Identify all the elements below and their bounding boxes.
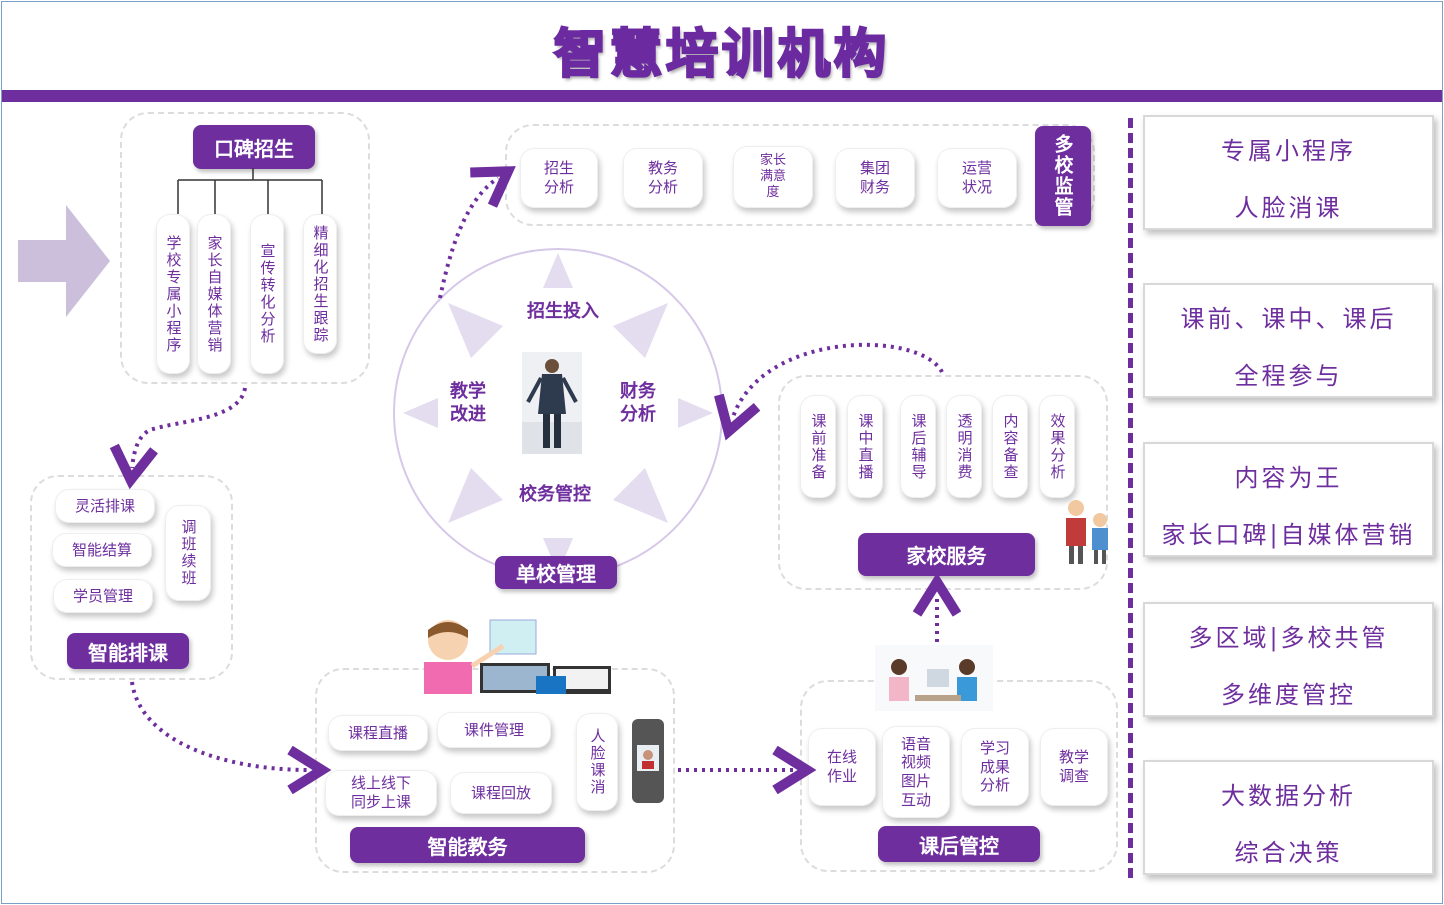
after-item-1[interactable]: 语音 视频 图片 互动 [882,726,950,818]
academic-item-2[interactable]: 线上线下 同步上课 [325,770,437,816]
single-school-bottom: 校务管控 [519,484,591,505]
feature-3-line-1: 多区域|多校共管 [1188,624,1389,652]
after-class-label[interactable]: 课后管控 [878,826,1040,862]
feature-2-line-1: 内容为王 [1234,464,1343,492]
multi-school-header[interactable]: 多校监管 [1035,126,1091,226]
feature-box-0: 专属小程序 人脸消课 [1143,115,1434,230]
enroll-tree-connector [177,168,323,214]
feature-1-line-1: 课前、课中、课后 [1180,305,1397,333]
home-item-1[interactable]: 课中直播 [847,395,883,498]
feature-4-line-2: 综合决策 [1234,839,1343,867]
teacher-devices-image [424,619,611,694]
single-school-right: 财务 分析 [620,381,656,426]
businessman-image [522,352,582,454]
home-item-4[interactable]: 内容备查 [992,395,1028,498]
multi-item-3[interactable]: 集团 财务 [835,148,915,208]
home-school-label[interactable]: 家校服务 [858,533,1035,576]
page-title: 智慧培训机构 [553,24,890,87]
feature-1-line-2: 全程参与 [1234,362,1343,390]
enroll-header[interactable]: 口碑招生 [193,125,315,169]
feature-2-line-2: 家长口碑|自媒体营销 [1161,521,1416,549]
single-school-label[interactable]: 单校管理 [495,556,617,589]
tutoring-image [875,645,993,711]
after-item-0[interactable]: 在线 作业 [808,728,876,806]
scheduling-side[interactable]: 调班续班 [165,505,211,601]
scheduling-item-1[interactable]: 智能结算 [52,533,152,567]
feature-box-3: 多区域|多校共管 多维度管控 [1143,602,1434,717]
home-item-5[interactable]: 效果分析 [1039,395,1075,498]
feature-3-line-2: 多维度管控 [1221,681,1356,709]
home-item-3[interactable]: 透明消费 [946,395,982,498]
enroll-item-0[interactable]: 学校专属小程序 [156,214,190,374]
feature-4-line-1: 大数据分析 [1221,782,1356,810]
enroll-item-3[interactable]: 精细化招生跟踪 [303,214,337,354]
multi-item-4[interactable]: 运营 状况 [937,148,1017,208]
scheduling-label[interactable]: 智能排课 [67,633,189,669]
enroll-item-2[interactable]: 宣传转化分析 [250,214,284,374]
feature-0-line-1: 专属小程序 [1221,137,1356,165]
multi-item-0[interactable]: 招生 分析 [520,148,598,208]
face-scanner-icon [632,719,664,803]
right-separator [1128,118,1133,878]
home-item-0[interactable]: 课前准备 [800,395,836,498]
academic-label[interactable]: 智能教务 [350,827,585,863]
feature-box-4: 大数据分析 综合决策 [1143,760,1434,875]
home-item-2[interactable]: 课后辅导 [900,395,936,498]
single-school-left: 教学 改进 [450,381,486,426]
feature-box-1: 课前、课中、课后 全程参与 [1143,283,1434,398]
multi-item-2[interactable]: 家长 满意 度 [733,146,813,208]
feature-box-2: 内容为王 家长口碑|自媒体营销 [1143,442,1434,557]
entry-arrow-icon [18,205,110,317]
academic-item-3[interactable]: 课程回放 [450,772,552,814]
after-item-3[interactable]: 教学 调查 [1040,728,1108,806]
scheduling-item-0[interactable]: 灵活排课 [55,489,155,523]
academic-side[interactable]: 人脸课消 [576,713,618,811]
single-school-top: 招生投入 [527,301,599,322]
title-underline-bar [2,90,1442,102]
academic-item-1[interactable]: 课件管理 [437,712,551,748]
enroll-item-1[interactable]: 家长自媒体营销 [197,214,231,374]
after-item-2[interactable]: 学习 成果 分析 [961,728,1029,806]
multi-item-1[interactable]: 教务 分析 [623,148,703,208]
enroll-group [120,112,370,384]
academic-item-0[interactable]: 课程直播 [328,715,428,751]
scheduling-item-2[interactable]: 学员管理 [53,579,153,613]
feature-0-line-2: 人脸消课 [1234,194,1343,222]
parent-child-image [1066,500,1108,564]
compass-spokes-icon [403,253,713,573]
